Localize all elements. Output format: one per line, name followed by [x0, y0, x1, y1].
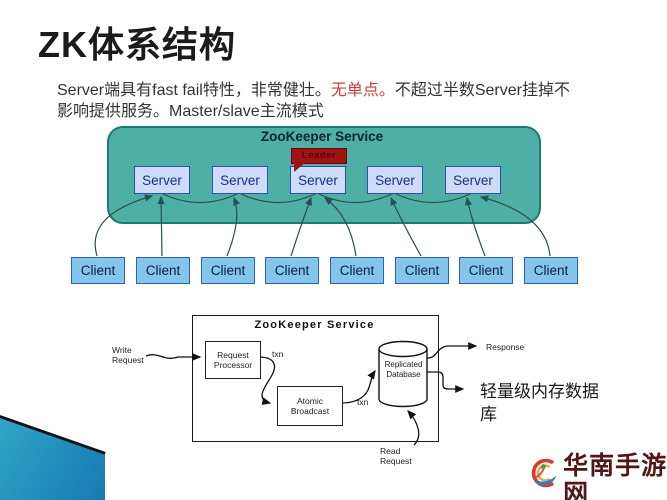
intro-paragraph: Server端具有fast fail特性，非常健壮。无单点。不超过半数Serve… — [57, 80, 577, 122]
read-request-label: Read Request — [380, 446, 412, 466]
client-box: Client — [330, 257, 384, 284]
txn-label: txn — [357, 397, 369, 407]
server-box: Server — [367, 166, 423, 194]
write-request-label: Write Request — [112, 345, 144, 365]
client-box: Client — [136, 257, 190, 284]
txn-label: txn — [272, 349, 284, 359]
leader-badge-tail — [294, 162, 306, 172]
server-box: Server — [212, 166, 268, 194]
server-box: Server — [445, 166, 501, 194]
client-box: Client — [395, 257, 449, 284]
client-box: Client — [201, 257, 255, 284]
response-label: Response — [486, 342, 525, 352]
client-box: Client — [265, 257, 319, 284]
internal-diagram-title: ZooKeeper Service — [254, 319, 375, 331]
logo-icon — [531, 458, 557, 488]
page-title: ZK体系结构 — [38, 24, 236, 65]
replicated-database-label: Replicated Database — [384, 360, 423, 379]
client-box: Client — [459, 257, 513, 284]
intro-seg-red: 无单点。 — [330, 82, 395, 99]
server-box: Server — [134, 166, 190, 194]
site-logo: 华南手游网 HUANANSHOUYOUWANG — [524, 452, 667, 500]
corner-decoration — [0, 418, 105, 500]
atomic-broadcast-box: Atomic Broadcast — [277, 386, 343, 426]
server-box: Server — [290, 166, 346, 194]
annotation-text: 轻量级内存数据库 — [480, 382, 599, 424]
client-box: Client — [524, 257, 578, 284]
logo-name: 华南手游网 — [563, 452, 667, 500]
client-box: Client — [71, 257, 125, 284]
intro-seg3: 不超过半数Server挂掉不影响提供服务。Master/slave主流模式 — [57, 82, 570, 120]
logo-text-block: 华南手游网 HUANANSHOUYOUWANG — [563, 452, 667, 500]
leader-badge: Leader — [291, 148, 347, 164]
intro-seg1: Server端具有fast fail特性，非常健壮。 — [57, 82, 331, 99]
cluster-title: ZooKeeper Service — [260, 129, 384, 144]
request-processor-box: Request Processor — [205, 341, 261, 379]
